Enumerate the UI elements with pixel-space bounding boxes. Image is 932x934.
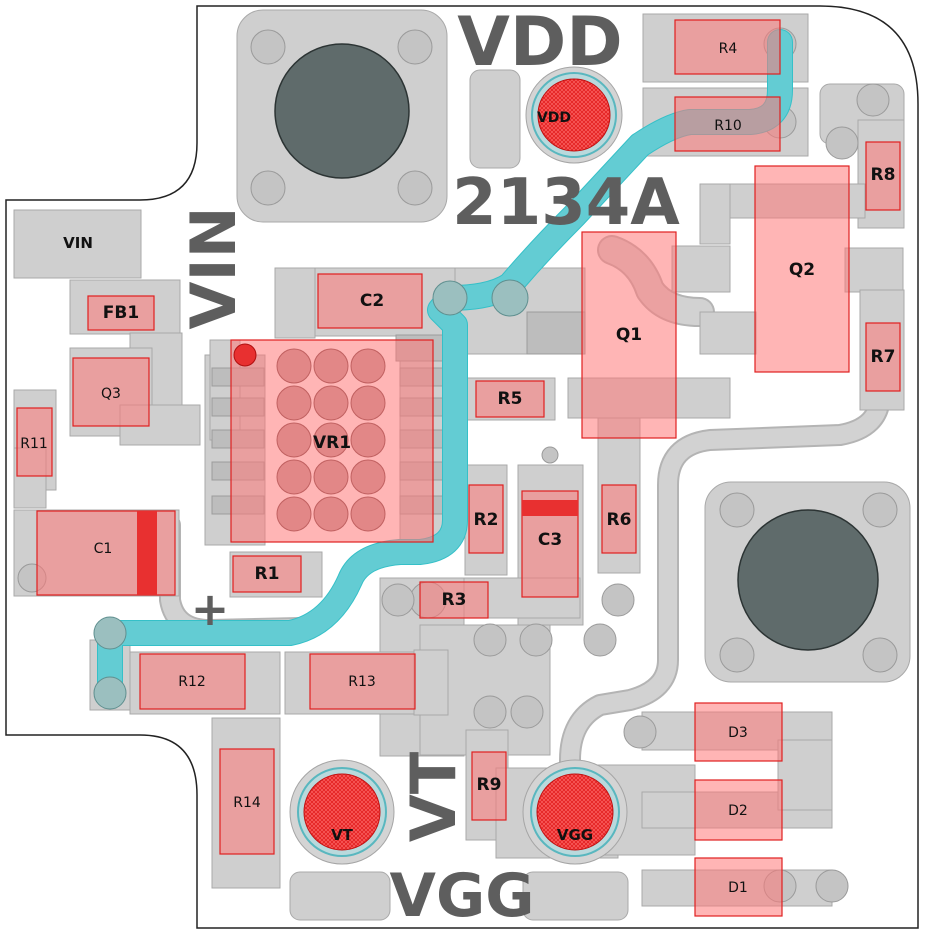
comp-C2[interactable] <box>317 273 423 329</box>
ref-FB1: FB1 <box>103 303 139 323</box>
comp-R1[interactable] <box>232 555 302 593</box>
silk-part-number: 2134A <box>452 166 680 240</box>
comp-R3[interactable] <box>419 581 489 619</box>
comp-Q2[interactable] <box>754 165 850 373</box>
ref-C3: C3 <box>538 530 562 550</box>
ref-R7: R7 <box>871 347 896 367</box>
ref-R12: R12 <box>178 674 206 690</box>
comp-D3[interactable] <box>694 702 783 762</box>
c3-polarity-stripe <box>522 500 578 516</box>
silk-plus: + <box>191 582 230 636</box>
components: R4 R10 R8 Q2 R7 C2 Q1 FB1 Q3 R11 VR1 <box>16 19 901 917</box>
testpoint-vgg[interactable]: VGG <box>522 759 628 865</box>
ref-R6: R6 <box>607 510 632 530</box>
silk-vt: VT <box>397 752 470 842</box>
comp-R2[interactable] <box>468 484 504 554</box>
comp-R7[interactable] <box>865 322 901 392</box>
comp-R10[interactable] <box>674 96 781 152</box>
ref-D3: D3 <box>728 725 748 741</box>
comp-R12[interactable] <box>139 653 246 710</box>
testpoint-vdd[interactable]: VDD <box>525 66 623 164</box>
ref-R9: R9 <box>477 775 502 795</box>
comp-R4[interactable] <box>674 19 781 75</box>
ref-C1: C1 <box>94 541 113 557</box>
comp-R14[interactable] <box>219 748 275 855</box>
ref-R14: R14 <box>233 795 261 811</box>
ref-R13: R13 <box>348 674 376 690</box>
comp-VR1[interactable] <box>230 339 434 543</box>
ref-D2: D2 <box>728 803 748 819</box>
comp-R9[interactable] <box>471 751 507 821</box>
comp-Q3[interactable] <box>72 357 150 427</box>
comp-R6[interactable] <box>601 484 637 554</box>
ref-Q2: Q2 <box>789 260 815 280</box>
pin-label-vin: VIN <box>63 234 93 252</box>
c1-polarity-stripe <box>137 511 157 595</box>
comp-R13[interactable] <box>309 653 416 710</box>
testpoint-vt[interactable]: VT <box>289 759 395 865</box>
pin-label-vgg: VGG <box>557 826 593 844</box>
ref-VR1: VR1 <box>313 433 351 453</box>
pin-label-vdd: VDD <box>537 110 571 126</box>
comp-R11[interactable] <box>16 407 53 477</box>
silk-vgg: VGG <box>390 861 535 931</box>
comp-FB1[interactable] <box>87 295 155 331</box>
mounting-hole-top <box>274 43 410 179</box>
ref-R1: R1 <box>255 564 280 584</box>
test-points: VDD VT VGG <box>289 66 628 865</box>
vr1-pin1-marker <box>233 343 257 367</box>
comp-Q1[interactable] <box>581 231 677 439</box>
silk-vin: VIN <box>177 207 250 330</box>
ref-C2: C2 <box>360 291 384 311</box>
ref-R4: R4 <box>719 41 738 57</box>
ref-R11: R11 <box>20 436 48 452</box>
ref-R5: R5 <box>498 389 523 409</box>
comp-R8[interactable] <box>865 141 901 211</box>
vr1-ball-grid <box>276 348 386 532</box>
mounting-hole-bottom <box>737 509 879 651</box>
ref-D1: D1 <box>728 880 748 896</box>
ref-R3: R3 <box>442 590 467 610</box>
ref-Q3: Q3 <box>101 386 121 402</box>
silkscreen: VDD 2134A VIN VT VGG + <box>177 3 680 931</box>
comp-D2[interactable] <box>694 779 783 841</box>
comp-R5[interactable] <box>475 380 545 418</box>
silk-vdd: VDD <box>457 3 623 82</box>
ref-R10: R10 <box>714 118 742 134</box>
pin-label-vt: VT <box>331 826 354 844</box>
ref-R8: R8 <box>871 165 896 185</box>
ref-R2: R2 <box>474 510 499 530</box>
ref-Q1: Q1 <box>616 325 642 345</box>
comp-D1[interactable] <box>694 857 783 917</box>
